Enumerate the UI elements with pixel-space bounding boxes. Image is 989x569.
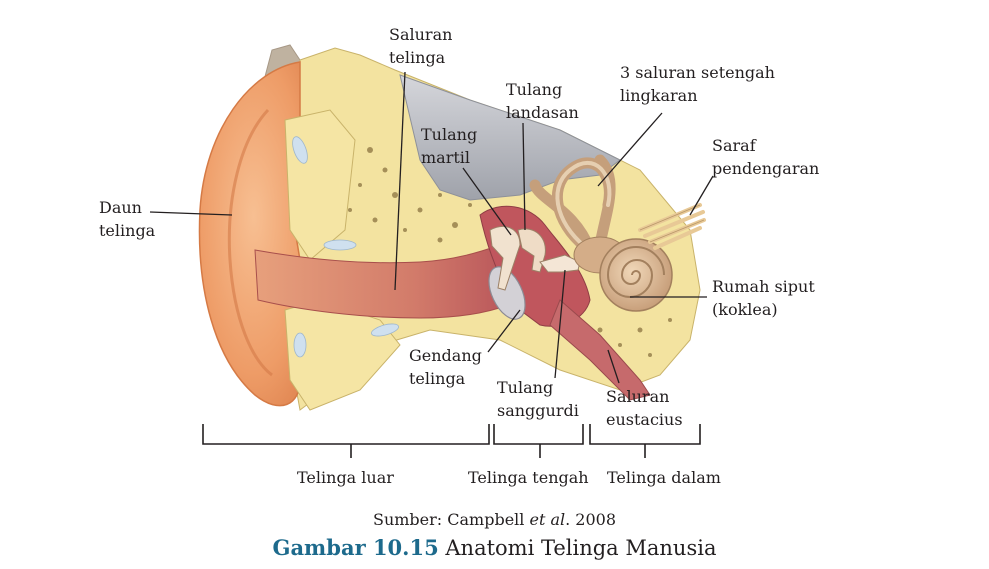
eardrum-shape xyxy=(488,266,526,320)
section-label-inner: Telinga dalam xyxy=(607,468,721,487)
stapes-shape xyxy=(539,254,581,273)
source-note: Sumber: Campbell et al. 2008 xyxy=(0,510,989,529)
incus-shape xyxy=(517,228,546,273)
caption-number: Gambar 10.15 xyxy=(272,535,439,560)
section-label-outer: Telinga luar xyxy=(297,468,394,487)
malleus-shape xyxy=(489,226,521,291)
pinna-fold-shape xyxy=(227,108,273,377)
bracket-middle xyxy=(493,424,584,445)
source-suffix: . 2008 xyxy=(565,510,617,529)
source-italic: et al xyxy=(529,510,566,529)
label-rumah-siput: Rumah siput(koklea) xyxy=(712,277,815,319)
fat-cells xyxy=(292,136,399,358)
section-label-middle: Telinga tengah xyxy=(468,468,589,487)
section-brackets xyxy=(202,424,701,458)
leader-lines xyxy=(149,71,714,384)
cochlea-spiral xyxy=(606,246,665,298)
eustachian-tube-shape xyxy=(549,299,651,401)
figure-caption: Gambar 10.15 Anatomi Telinga Manusia xyxy=(0,535,989,560)
source-prefix: Sumber: Campbell xyxy=(372,510,530,529)
cochlea-shape xyxy=(599,238,673,312)
bone-texture xyxy=(348,147,672,357)
bracket-outer xyxy=(202,424,490,445)
caption-title: Anatomi Telinga Manusia xyxy=(438,536,717,560)
